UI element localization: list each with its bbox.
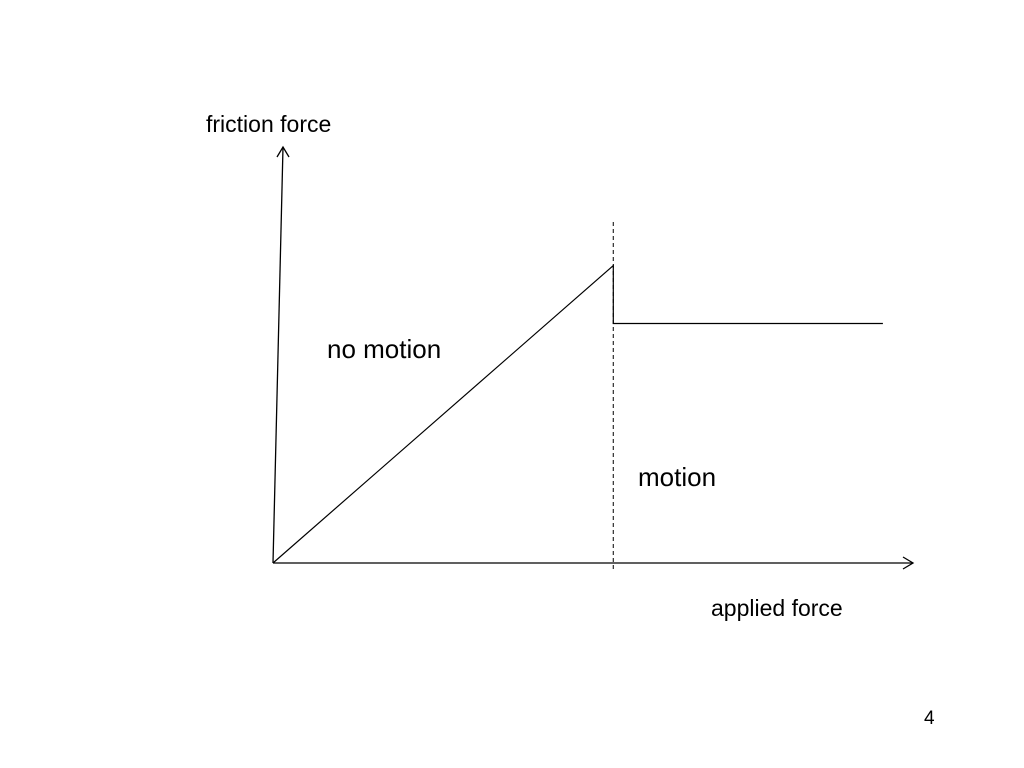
y-axis-line <box>272 146 284 564</box>
x-axis-arrow <box>902 556 915 570</box>
y-axis-label: friction force <box>206 111 332 137</box>
page-number: 4 <box>924 708 935 729</box>
annotation-no-motion: no motion <box>327 334 442 364</box>
friction-series-line-0 <box>272 264 883 564</box>
x-axis-label: applied force <box>711 595 843 621</box>
annotation-motion: motion <box>638 462 717 492</box>
chart-marks <box>272 264 883 564</box>
y-axis-arrow <box>276 145 290 158</box>
